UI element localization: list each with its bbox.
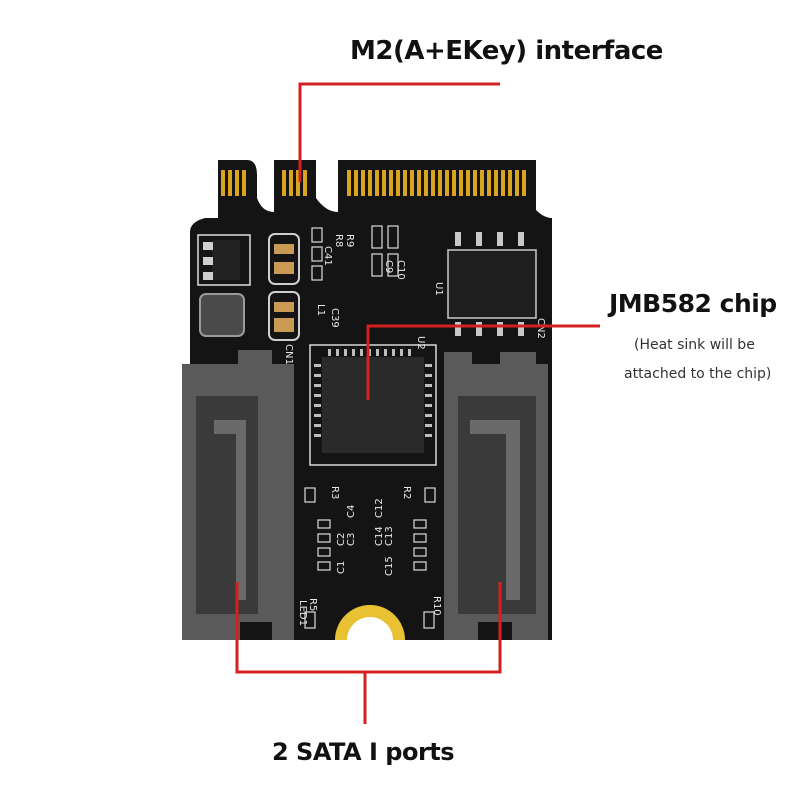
silk-c10: C10 <box>395 260 406 280</box>
passives-lower-cluster <box>304 487 436 629</box>
silk-c9: C9 <box>383 260 394 273</box>
gold-fingers-right <box>347 170 526 196</box>
mounting-notch <box>335 605 405 640</box>
silk-r10: R10 <box>431 596 442 616</box>
silk-l1: L1 <box>315 304 326 316</box>
annotation-lines <box>235 82 600 724</box>
gold-fingers-middle <box>282 170 307 196</box>
annotation-line-interface <box>298 82 500 182</box>
silk-c39: C39 <box>329 308 340 328</box>
silk-u2: U2 <box>415 336 426 350</box>
silk-led1: LED1 <box>297 600 308 626</box>
sata-port-right <box>444 352 548 640</box>
inductor-component <box>199 293 245 337</box>
capacitor-c39 <box>268 291 300 341</box>
silk-c13: C13 <box>384 526 395 546</box>
silk-c3: C3 <box>346 533 357 546</box>
silk-r3: R3 <box>329 486 340 499</box>
silk-r8: R8 <box>333 234 344 247</box>
capacitor-c41 <box>268 233 300 285</box>
jmb582-controller-chip <box>309 344 437 466</box>
silk-c1: C1 <box>336 561 347 574</box>
chip-note-line1: (Heat sink will be <box>634 337 755 353</box>
silk-c41: C41 <box>322 246 333 266</box>
sata-port-left <box>182 350 294 640</box>
silk-r5: R5 <box>307 598 318 611</box>
silk-r2: R2 <box>401 486 412 499</box>
chip-note-line2: attached to the chip) <box>624 366 772 382</box>
annotation-line-ports <box>235 582 502 674</box>
gold-fingers-left <box>221 170 246 196</box>
flash-chip-u1 <box>447 232 537 336</box>
silk-c15: C15 <box>384 556 395 576</box>
passives-top-cluster <box>311 225 399 281</box>
regulator-component <box>197 234 251 286</box>
silk-cn2: CN2 <box>535 318 546 339</box>
silk-cn1: CN1 <box>283 344 294 365</box>
silk-c12: C12 <box>374 498 385 518</box>
silk-c4: C4 <box>346 505 357 518</box>
chip-label: JMB582 chip <box>609 289 777 318</box>
silk-c14: C14 <box>374 526 385 546</box>
silk-u1: U1 <box>433 282 444 296</box>
interface-label: M2(A+EKey) interface <box>350 36 663 66</box>
silk-c2: C2 <box>336 533 347 546</box>
silk-r9: R9 <box>344 234 355 247</box>
ports-label: 2 SATA I ports <box>272 738 455 766</box>
annotation-line-chip <box>366 324 600 400</box>
